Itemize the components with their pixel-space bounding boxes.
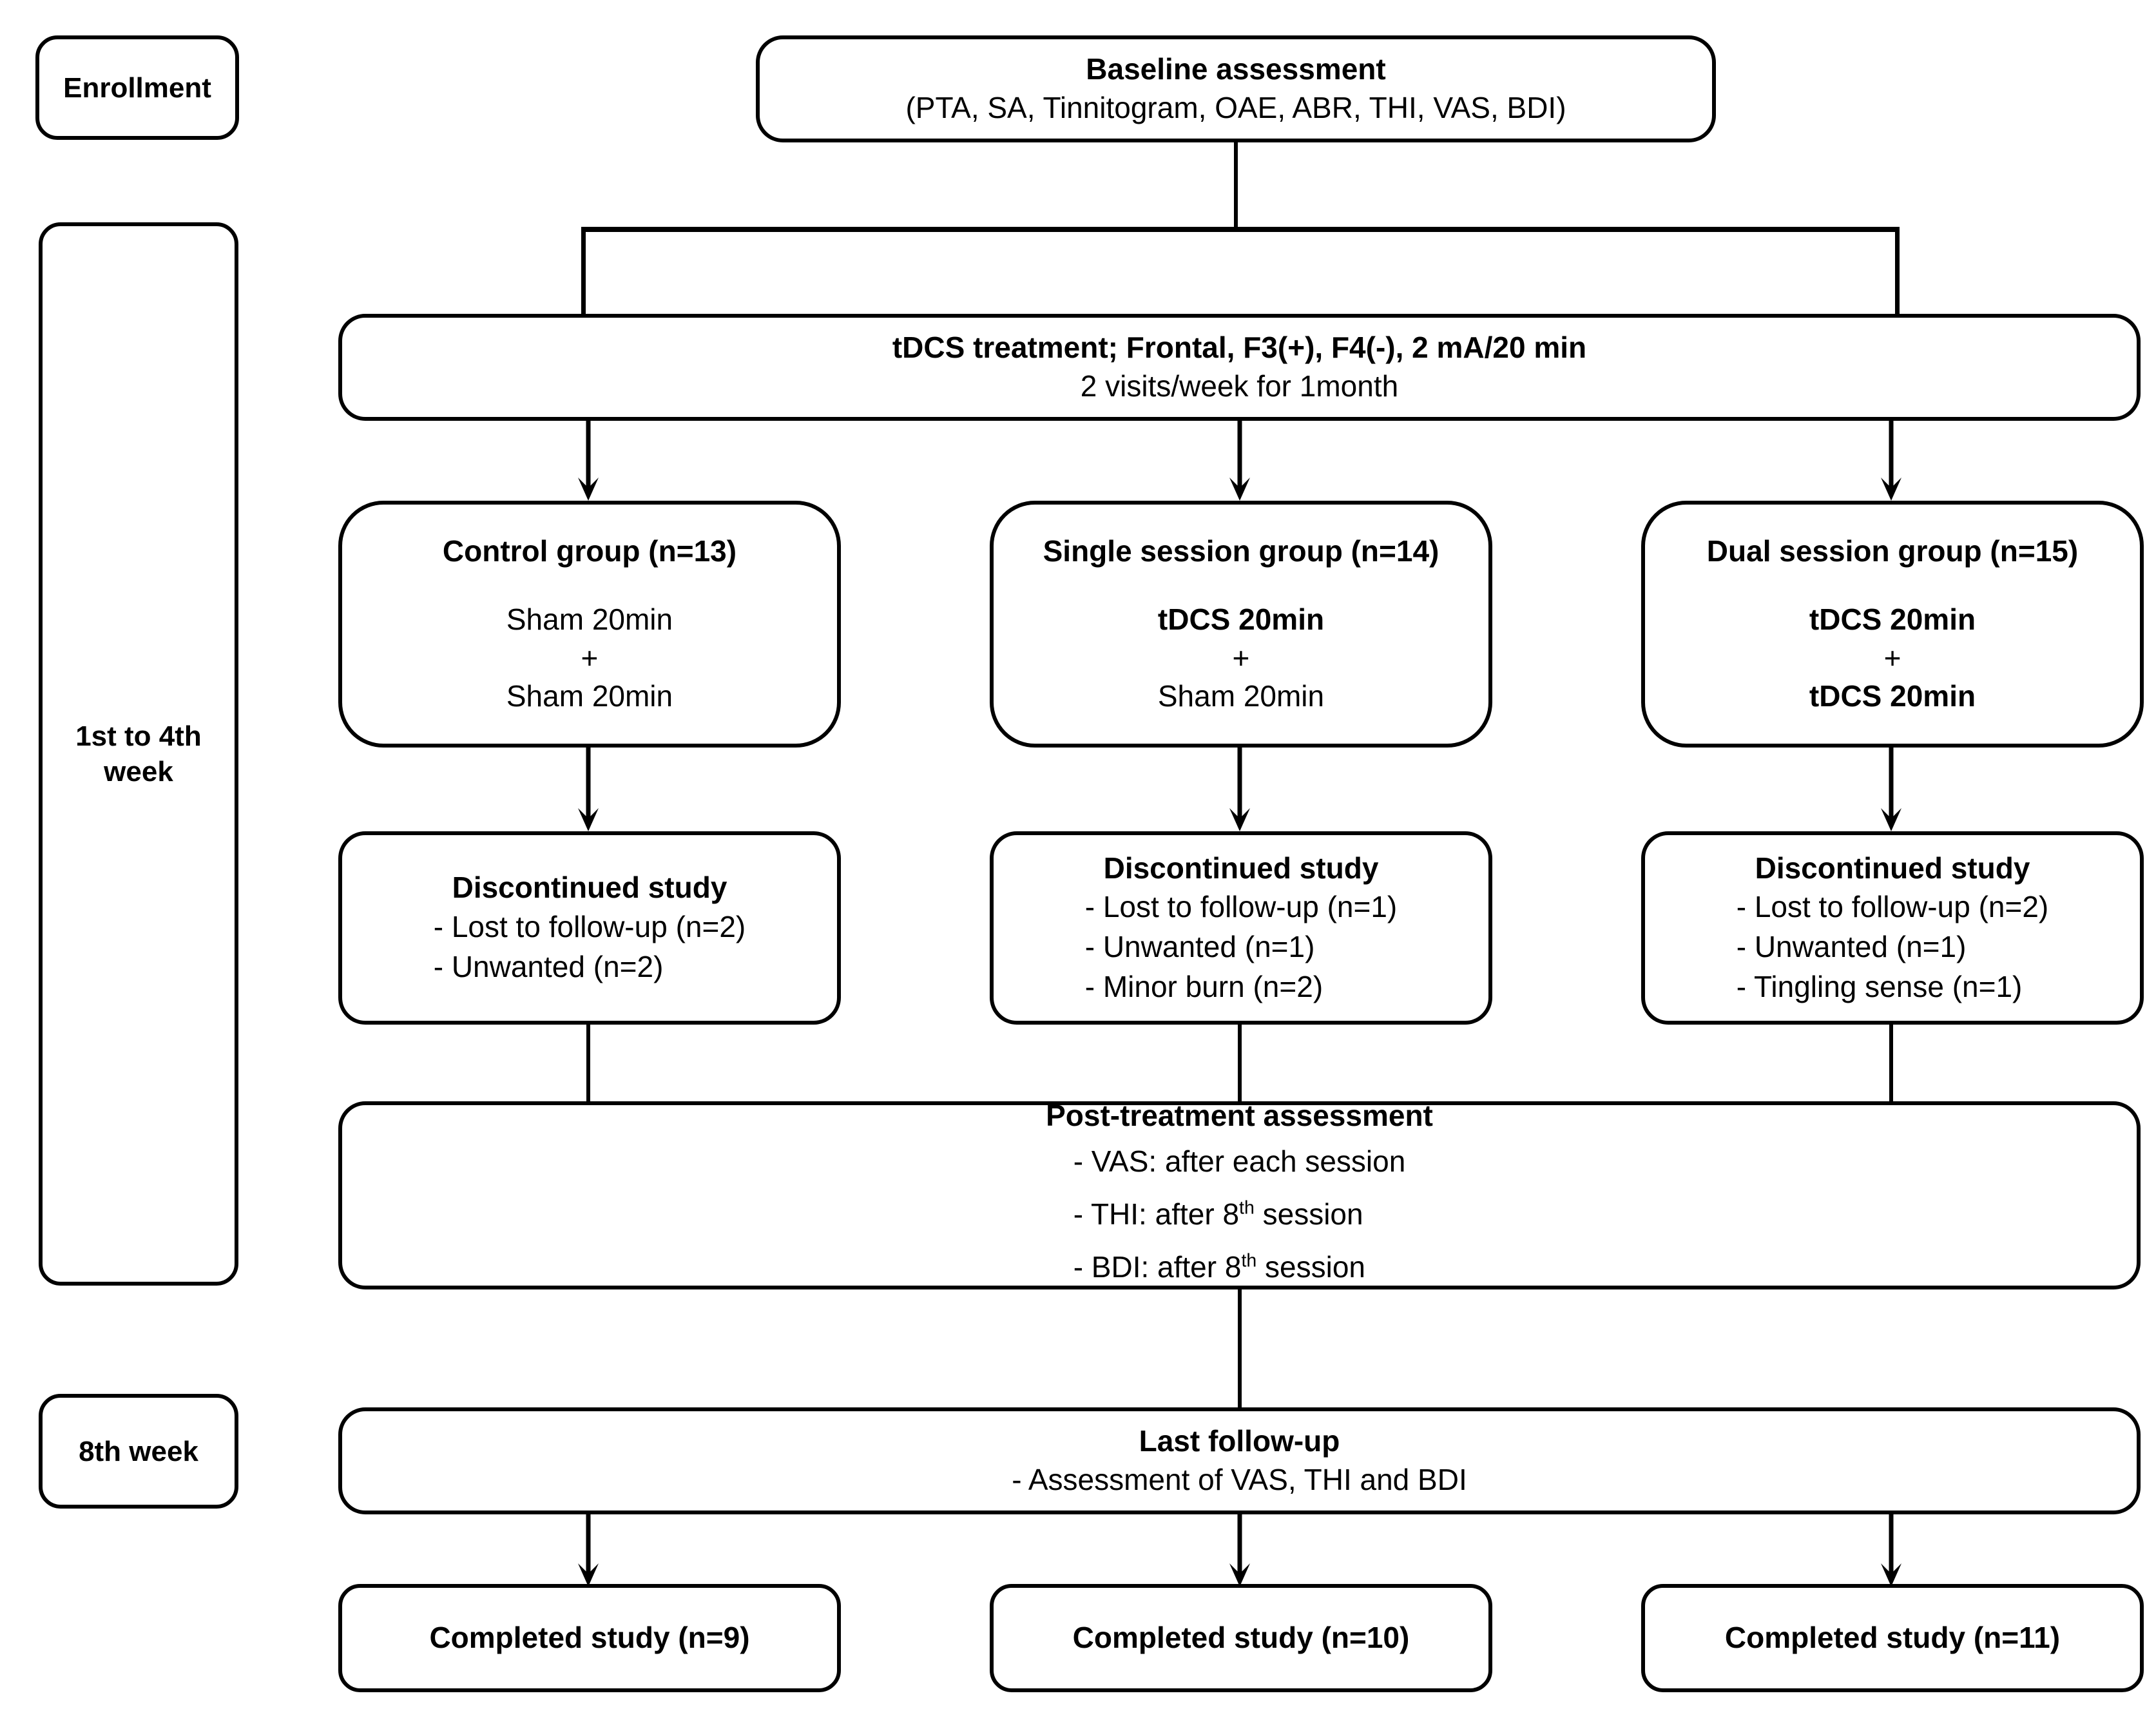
phase-label-week-8-text: 8th week <box>79 1435 198 1467</box>
arrow-treatment-to-dual <box>1880 421 1903 501</box>
node-post-treatment-assessment: Post-treatment assessment - VAS: after e… <box>338 1099 2141 1289</box>
group-control-plus: + <box>581 641 599 675</box>
phase-week-1-4-line2: week <box>104 756 173 787</box>
node-group-control: Control group (n=13) Sham 20min + Sham 2… <box>338 501 841 748</box>
phase-label-week-8: 8th week <box>39 1394 238 1509</box>
arrow-treatment-to-control <box>577 421 600 501</box>
node-completed-single: Completed study (n=10) <box>990 1584 1492 1692</box>
baseline-subtitle: (PTA, SA, Tinnitogram, OAE, ABR, THI, VA… <box>905 91 1566 124</box>
arrow-treatment-to-single <box>1228 421 1251 501</box>
node-completed-dual: Completed study (n=11) <box>1641 1584 2144 1692</box>
phase-week-1-4-line1: 1st to 4th <box>75 720 202 752</box>
post-treatment-thi-sup: th <box>1239 1197 1255 1219</box>
group-single-plus: + <box>1232 641 1250 675</box>
discontinued-control-item-1: - Lost to follow-up (n=2) <box>433 910 746 944</box>
post-treatment-items: - VAS: after each session - THI: after 8… <box>1073 1135 1406 1294</box>
discontinued-single-item-3: - Minor burn (n=2) <box>1084 969 1323 1003</box>
group-control-line2: Sham 20min <box>506 679 673 713</box>
connector-control-to-post <box>586 1025 590 1103</box>
discontinued-single-title: Discontinued study <box>1103 851 1379 885</box>
group-dual-plus: + <box>1883 641 1901 675</box>
phase-label-week-1-to-4-text: 1st to 4th week <box>75 719 202 789</box>
arrow-followup-to-completed-single <box>1228 1514 1251 1587</box>
treatment-subtitle: 2 visits/week for 1month <box>1080 369 1399 403</box>
group-dual-title: Dual session group (n=15) <box>1706 534 2079 568</box>
post-treatment-title: Post-treatment assessment <box>1046 1099 1433 1133</box>
connector-single-to-post <box>1238 1025 1242 1103</box>
node-discontinued-dual: Discontinued study - Lost to follow-up (… <box>1641 831 2144 1025</box>
connector-dual-to-post <box>1889 1025 1893 1103</box>
discontinued-single-item-2: - Unwanted (n=1) <box>1084 930 1315 964</box>
group-dual-line2: tDCS 20min <box>1809 679 1976 713</box>
group-single-line1: tDCS 20min <box>1157 602 1325 636</box>
baseline-title: Baseline assessment <box>1086 52 1386 86</box>
node-completed-control: Completed study (n=9) <box>338 1584 841 1692</box>
completed-dual-label: Completed study (n=11) <box>1724 1621 2061 1655</box>
discontinued-dual-item-3: - Tingling sense (n=1) <box>1736 969 2023 1003</box>
connector-split-right-drop <box>1895 227 1900 316</box>
arrow-followup-to-completed-control <box>577 1514 600 1587</box>
post-treatment-bdi-post: session <box>1256 1250 1365 1284</box>
completed-single-label: Completed study (n=10) <box>1072 1621 1410 1655</box>
connector-post-to-followup <box>1238 1289 1242 1409</box>
post-treatment-item-vas: - VAS: after each session <box>1073 1144 1406 1179</box>
discontinued-dual-item-1: - Lost to follow-up (n=2) <box>1736 890 2049 924</box>
phase-label-week-1-to-4: 1st to 4th week <box>39 222 238 1286</box>
discontinued-control-item-2: - Unwanted (n=2) <box>433 949 664 983</box>
group-control-body: Control group (n=13) Sham 20min + Sham 2… <box>443 532 736 716</box>
node-group-single-session: Single session group (n=14) tDCS 20min +… <box>990 501 1492 748</box>
completed-control-label: Completed study (n=9) <box>429 1621 750 1655</box>
post-treatment-bdi-pre: - BDI: after 8 <box>1073 1250 1242 1284</box>
group-control-title: Control group (n=13) <box>442 534 737 568</box>
post-treatment-thi-pre: - THI: after 8 <box>1073 1197 1240 1231</box>
arrow-followup-to-completed-dual <box>1880 1514 1903 1587</box>
post-treatment-thi-post: session <box>1254 1197 1363 1231</box>
discontinued-control-title: Discontinued study <box>452 871 727 905</box>
group-single-body: Single session group (n=14) tDCS 20min +… <box>1043 532 1439 716</box>
post-treatment-bdi-sup: th <box>1241 1250 1257 1271</box>
node-discontinued-control: Discontinued study - Lost to follow-up (… <box>338 831 841 1025</box>
group-single-title: Single session group (n=14) <box>1043 534 1439 568</box>
group-single-line2: Sham 20min <box>1157 679 1325 713</box>
discontinued-single-item-1: - Lost to follow-up (n=1) <box>1084 890 1398 924</box>
phase-label-enrollment: Enrollment <box>35 35 239 140</box>
last-followup-title: Last follow-up <box>1139 1424 1340 1458</box>
discontinued-dual-items: - Lost to follow-up (n=2) - Unwanted (n=… <box>1737 887 2049 1007</box>
arrow-control-to-discontinued <box>577 748 600 831</box>
phase-label-enrollment-text: Enrollment <box>63 72 211 104</box>
post-treatment-item-bdi: - BDI: after 8th session <box>1073 1241 1406 1294</box>
discontinued-dual-item-2: - Unwanted (n=1) <box>1736 930 1967 964</box>
treatment-title: tDCS treatment; Frontal, F3(+), F4(-), 2… <box>892 331 1587 365</box>
node-last-followup: Last follow-up - Assessment of VAS, THI … <box>338 1407 2141 1514</box>
connector-split-left-drop <box>581 227 586 316</box>
group-dual-line1: tDCS 20min <box>1809 602 1976 636</box>
connector-split-bar-treatment <box>581 227 1900 232</box>
connector-baseline-stem <box>1234 142 1238 230</box>
discontinued-dual-title: Discontinued study <box>1755 851 2030 885</box>
discontinued-single-items: - Lost to follow-up (n=1) - Unwanted (n=… <box>1085 887 1398 1007</box>
last-followup-subtitle: - Assessment of VAS, THI and BDI <box>1012 1463 1467 1496</box>
node-discontinued-single: Discontinued study - Lost to follow-up (… <box>990 831 1492 1025</box>
arrow-dual-to-discontinued <box>1880 748 1903 831</box>
node-tdcs-treatment: tDCS treatment; Frontal, F3(+), F4(-), 2… <box>338 314 2141 421</box>
group-control-line1: Sham 20min <box>506 602 673 636</box>
node-baseline-assessment: Baseline assessment (PTA, SA, Tinnitogra… <box>756 35 1716 142</box>
group-dual-body: Dual session group (n=15) tDCS 20min + t… <box>1707 532 2078 716</box>
node-group-dual-session: Dual session group (n=15) tDCS 20min + t… <box>1641 501 2144 748</box>
arrow-single-to-discontinued <box>1228 748 1251 831</box>
discontinued-control-items: - Lost to follow-up (n=2) - Unwanted (n=… <box>434 907 746 987</box>
post-treatment-item-thi: - THI: after 8th session <box>1073 1188 1406 1241</box>
